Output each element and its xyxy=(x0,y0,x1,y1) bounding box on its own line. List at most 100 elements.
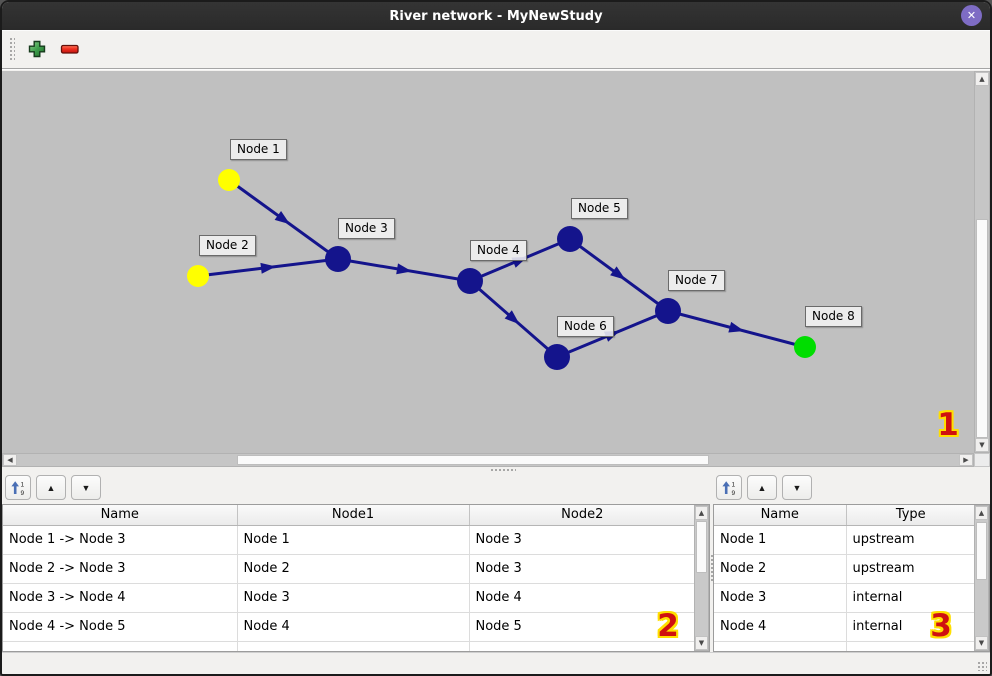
splitter-grip xyxy=(710,554,714,582)
horizontal-splitter[interactable] xyxy=(2,467,990,472)
vertical-splitter[interactable] xyxy=(710,472,714,652)
resize-grip[interactable] xyxy=(977,661,987,671)
down-arrow-icon: ▼ xyxy=(698,639,705,647)
table-cell xyxy=(237,641,470,651)
edge-arrow-icon xyxy=(260,262,276,274)
vertical-scroll-thumb[interactable] xyxy=(696,521,707,573)
column-header[interactable]: Name xyxy=(3,505,238,526)
scroll-up-button[interactable]: ▲ xyxy=(975,506,988,520)
canvas-vertical-scrollbar[interactable]: ▲ ▼ xyxy=(974,71,990,453)
node-7[interactable] xyxy=(655,298,681,324)
add-button[interactable] xyxy=(23,35,51,63)
close-icon: ✕ xyxy=(966,9,977,22)
move-down-button[interactable]: ▼ xyxy=(71,475,101,500)
table-cell[interactable]: Node 2 xyxy=(237,554,470,584)
column-header[interactable]: Node1 xyxy=(237,505,470,526)
down-triangle-icon: ▼ xyxy=(792,482,802,493)
table-cell[interactable]: Node 3 xyxy=(237,583,470,613)
scroll-up-button[interactable]: ▲ xyxy=(975,72,989,86)
node-label-7[interactable]: Node 7 xyxy=(668,270,725,291)
table-cell[interactable]: Node 3 xyxy=(469,525,695,555)
table-cell[interactable]: Node 3 xyxy=(714,583,847,613)
scroll-right-button[interactable]: ▶ xyxy=(959,454,973,466)
nodes-table-scrollbar[interactable]: ▲ ▼ xyxy=(974,505,989,651)
table-row xyxy=(3,641,695,651)
node-label-4[interactable]: Node 4 xyxy=(470,240,527,261)
scroll-down-button[interactable]: ▼ xyxy=(975,636,988,650)
table-cell[interactable]: Node 3 -> Node 4 xyxy=(3,583,238,613)
table-cell[interactable]: internal xyxy=(846,612,975,642)
table-cell[interactable]: Node 4 xyxy=(237,612,470,642)
down-arrow-icon: ▼ xyxy=(978,639,985,647)
node-label-6[interactable]: Node 6 xyxy=(557,316,614,337)
edge-arrow-icon xyxy=(504,310,520,325)
toolbar-drag-handle[interactable] xyxy=(8,36,15,62)
move-down-button[interactable]: ▼ xyxy=(782,475,812,500)
sort-ascending-icon: 1 9 xyxy=(11,480,25,496)
node-1[interactable] xyxy=(218,169,240,191)
scroll-down-button[interactable]: ▼ xyxy=(975,438,989,452)
node-6[interactable] xyxy=(544,344,570,370)
node-label-1[interactable]: Node 1 xyxy=(230,139,287,160)
window-title: River network - MyNewStudy xyxy=(389,8,603,24)
up-arrow-icon: ▲ xyxy=(698,509,705,517)
vertical-scroll-thumb[interactable] xyxy=(976,522,987,580)
up-arrow-icon: ▲ xyxy=(979,75,985,83)
horizontal-scroll-thumb[interactable] xyxy=(237,455,709,465)
table-cell[interactable]: upstream xyxy=(846,525,975,555)
close-button[interactable]: ✕ xyxy=(961,5,982,26)
links-table-scrollbar[interactable]: ▲ ▼ xyxy=(694,505,709,651)
scroll-down-button[interactable]: ▼ xyxy=(695,636,708,650)
table-cell[interactable]: Node 5 xyxy=(469,612,695,642)
node-label-2[interactable]: Node 2 xyxy=(199,235,256,256)
vertical-scroll-thumb[interactable] xyxy=(976,219,988,438)
sort-ascending-icon: 1 9 xyxy=(722,480,736,496)
remove-button[interactable] xyxy=(56,35,84,63)
table-cell[interactable]: Node 2 -> Node 3 xyxy=(3,554,238,584)
column-header[interactable]: Type xyxy=(846,505,975,526)
table-cell[interactable]: upstream xyxy=(846,554,975,584)
column-header[interactable]: Name xyxy=(714,505,847,526)
node-label-3[interactable]: Node 3 xyxy=(338,218,395,239)
sort-links-button[interactable]: 1 9 xyxy=(5,475,31,500)
node-3[interactable] xyxy=(325,246,351,272)
node-2[interactable] xyxy=(187,265,209,287)
scroll-left-button[interactable]: ◀ xyxy=(3,454,17,466)
move-up-button[interactable]: ▲ xyxy=(747,475,777,500)
table-cell[interactable]: Node 2 xyxy=(714,554,847,584)
node-5[interactable] xyxy=(557,226,583,252)
sort-nodes-button[interactable]: 1 9 xyxy=(716,475,742,500)
table-cell[interactable]: Node 1 -> Node 3 xyxy=(3,525,238,555)
move-up-button[interactable]: ▲ xyxy=(36,475,66,500)
node-4[interactable] xyxy=(457,268,483,294)
up-triangle-icon: ▲ xyxy=(757,482,767,493)
column-header[interactable]: Node2 xyxy=(469,505,695,526)
table-cell[interactable]: internal xyxy=(846,583,975,613)
node-label-8[interactable]: Node 8 xyxy=(805,306,862,327)
titlebar[interactable]: River network - MyNewStudy ✕ xyxy=(2,2,990,30)
scroll-up-button[interactable]: ▲ xyxy=(695,506,708,520)
table-cell[interactable]: Node 1 xyxy=(237,525,470,555)
network-canvas[interactable]: Node 1 Node 2 Node 3 Node 4 Node 5 Node 6 Node… xyxy=(2,71,974,453)
edge-arrow-icon xyxy=(274,210,290,225)
table-cell[interactable]: Node 4 -> Node 5 xyxy=(3,612,238,642)
table-cell[interactable]: Node 3 xyxy=(469,554,695,584)
table-cell[interactable]: Node 4 xyxy=(469,583,695,613)
node-label-5[interactable]: Node 5 xyxy=(571,198,628,219)
table-cell[interactable]: Node 1 xyxy=(714,525,847,555)
node-8[interactable] xyxy=(794,336,816,358)
table-cell[interactable]: Node 4 xyxy=(714,612,847,642)
canvas-horizontal-scrollbar[interactable]: ◀ ▶ xyxy=(2,453,974,467)
